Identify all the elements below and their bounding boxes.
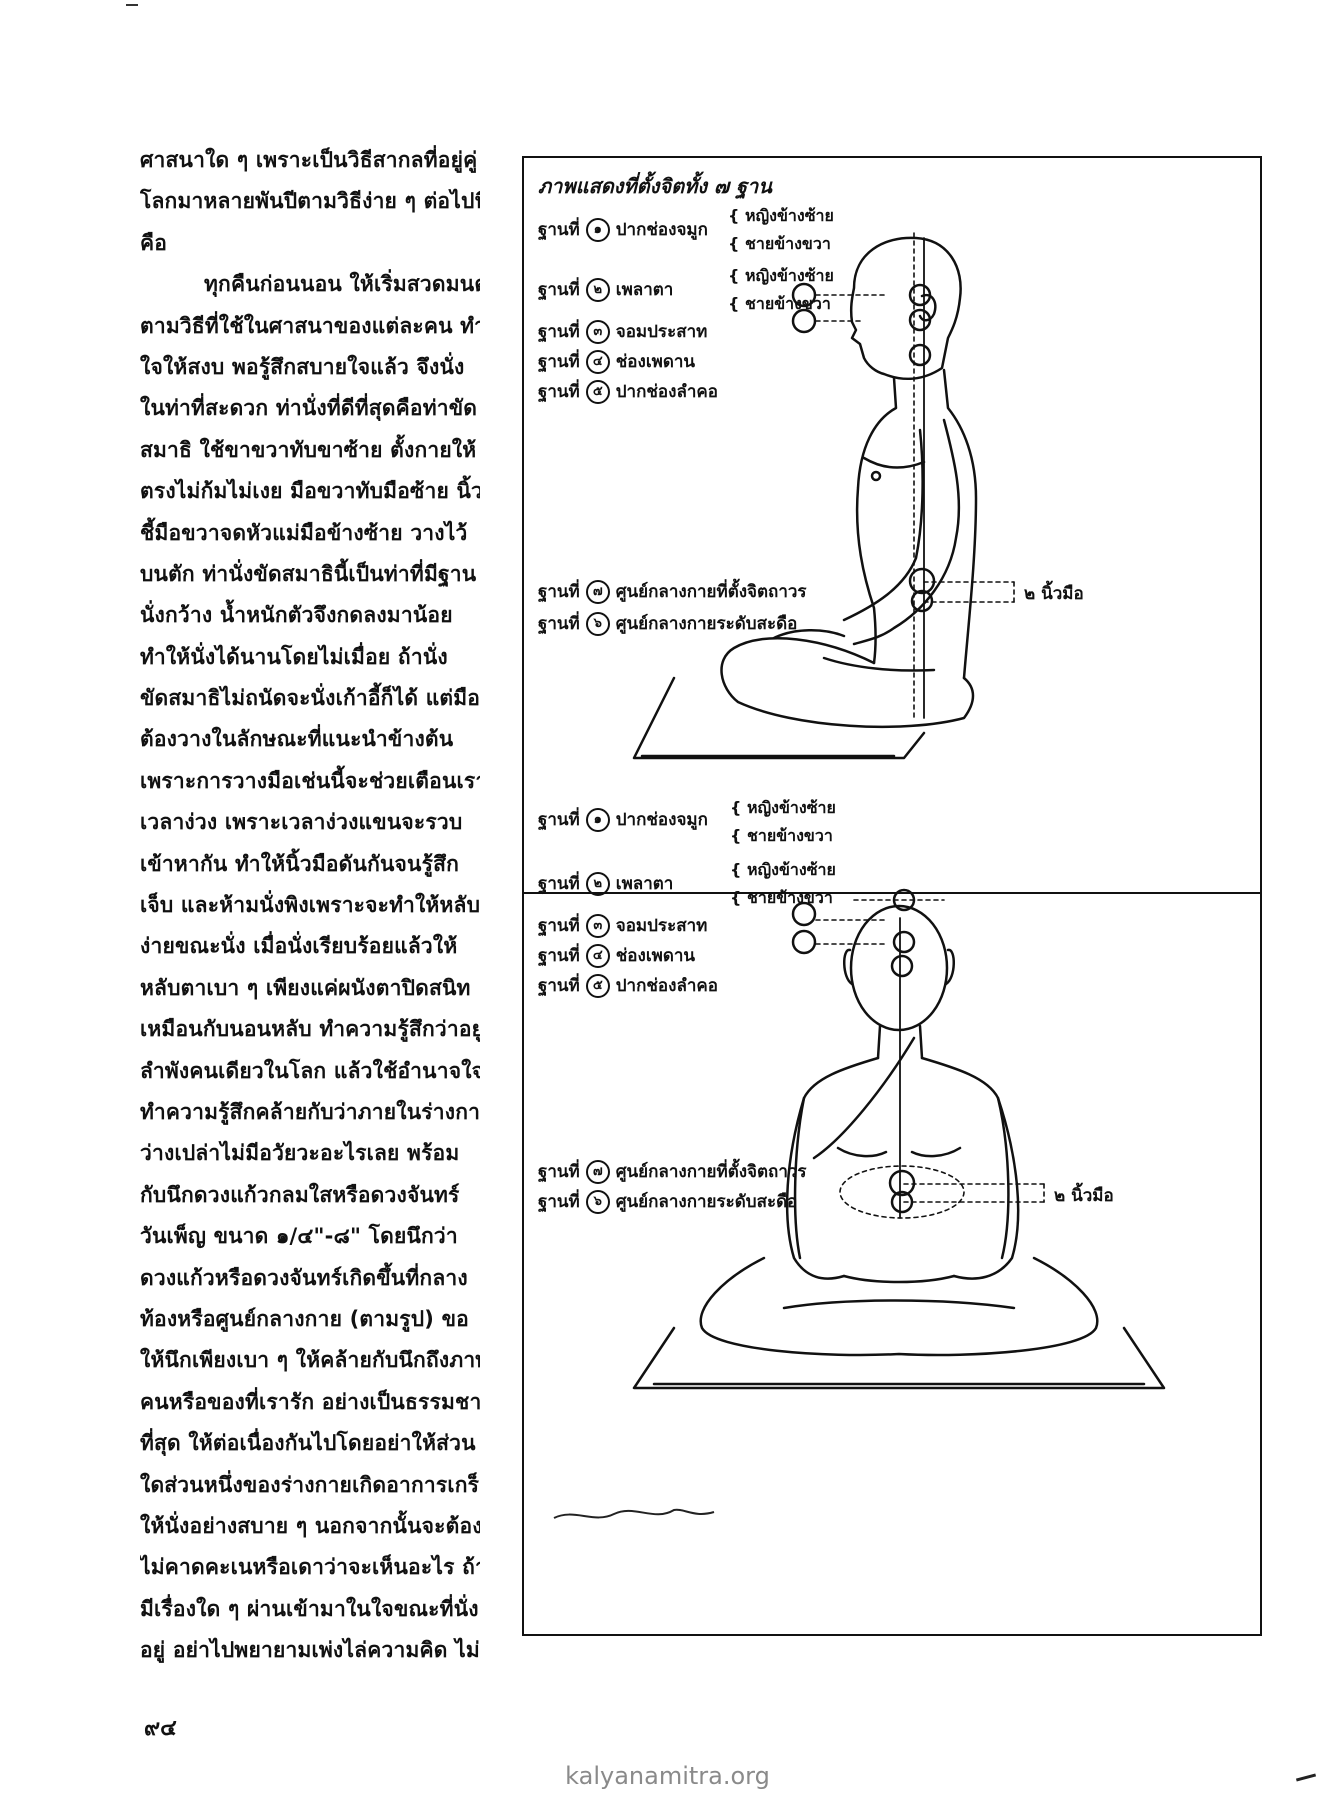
station-label-1: ฐานที่๑ปากช่องจมูก: [538, 808, 708, 832]
body-line: เจ็บ และห้ามนั่งพิงเพราะจะทำให้หลับ: [140, 893, 480, 918]
body-line: ชี้มือขวาจดหัวแม่มือข้างซ้าย วางไว้: [140, 520, 468, 545]
front-view-meditator: [632, 904, 1166, 1390]
gender-note: { หญิงข้างซ้าย{ ชายข้างขวา: [730, 798, 836, 845]
body-line: หลับตาเบา ๆ เพียงแค่ผนังตาปิดสนิท: [140, 975, 471, 1000]
station-label-1: ฐานที่๑ปากช่องจมูก: [538, 218, 708, 242]
side-view-meditator: [632, 236, 978, 760]
panel-divider: [524, 892, 1260, 894]
body-line: ทุกคืนก่อนนอน ให้เริ่มสวดมนต์: [204, 272, 480, 297]
body-line: ลำพังคนเดียวในโลก แล้วใช้อำนาจใจ: [140, 1058, 480, 1083]
body-line: ง่ายขณะนั่ง เมื่อนั่งเรียบร้อยแล้วให้: [140, 934, 458, 959]
body-line: ใดส่วนหนึ่งของร่างกายเกิดอาการเกร็ง: [140, 1472, 480, 1497]
body-line: ดวงแก้วหรือดวงจันทร์เกิดขึ้นที่กลาง: [140, 1265, 468, 1290]
station-label-4: ฐานที่๔ช่องเพดาน: [538, 350, 696, 374]
body-text-column: ศาสนาใด ๆ เพราะเป็นวิธีสากลที่อยู่คู่ โล…: [140, 140, 480, 1671]
body-line: กับนึกดวงแก้วกลมใสหรือดวงจันทร์: [140, 1182, 460, 1207]
body-line: ทำความรู้สึกคล้ายกับว่าภายในร่างกาย: [140, 1099, 480, 1124]
body-line: ท้องหรือศูนย์กลางกาย (ตามรูป) ขอ: [140, 1306, 469, 1331]
meditation-figure: ภาพแสดงที่ตั้งจิตทั้ง ๗ ฐาน ฐานที่๑ปากช่…: [522, 156, 1262, 1636]
watermark: kalyanamitra.org: [565, 1762, 770, 1790]
body-line: ทำให้นั่งได้นานโดยไม่เมื่อย ถ้านั่ง: [140, 644, 448, 669]
figure-illustration: [553, 232, 1166, 1519]
body-line: คนหรือของที่เรารัก อย่างเป็นธรรมชาติ: [140, 1389, 480, 1414]
body-line: ศาสนาใด ๆ เพราะเป็นวิธีสากลที่อยู่คู่: [140, 148, 478, 172]
station-label-6: ฐานที่๖ศูนย์กลางกายระดับสะดือ: [538, 612, 798, 636]
body-line: บนตัก ท่านั่งขัดสมาธินี้เป็นท่าที่มีฐาน: [140, 561, 477, 586]
body-line: ในท่าที่สะดวก ท่านั่งที่ดีที่สุดคือท่าขั…: [140, 396, 478, 421]
body-line: ใจให้สงบ พอรู้สึกสบายใจแล้ว จึงนั่ง: [140, 354, 465, 379]
station-label-7: ฐานที่๗ศูนย์กลางกายที่ตั้งจิตถาวร: [538, 580, 807, 604]
body-line: ต้องวางในลักษณะที่แนะนำข้างต้น: [140, 727, 454, 752]
body-line: ที่สุด ให้ต่อเนื่องกันไปโดยอย่าให้ส่วน: [140, 1431, 476, 1456]
body-line: ว่างเปล่าไม่มีอวัยวะอะไรเลย พร้อม: [140, 1141, 460, 1166]
body-line: ให้นั่งอย่างสบาย ๆ นอกจากนั้นจะต้อง: [140, 1513, 480, 1538]
gender-note: { หญิงข้างซ้าย{ ชายข้างขวา: [728, 266, 834, 313]
scan-mark: [126, 4, 138, 6]
station-label-5: ฐานที่๕ปากช่องลำคอ: [538, 974, 718, 998]
body-line: คือ: [140, 230, 168, 255]
body-line: โลกมาหลายพันปีตามวิธีง่าย ๆ ต่อไปนี้: [140, 189, 480, 214]
gender-note: { หญิงข้างซ้าย{ ชายข้างขวา: [728, 206, 834, 253]
body-line: ไม่คาดคะเนหรือเดาว่าจะเห็นอะไร ถ้า: [140, 1555, 480, 1580]
body-line: เพราะการวางมือเช่นนี้จะช่วยเตือนเรา: [140, 768, 480, 793]
figure-title: ภาพแสดงที่ตั้งจิตทั้ง ๗ ฐาน: [538, 174, 772, 198]
body-line: ตรงไม่ก้มไม่เงย มือขวาทับมือซ้าย นิ้ว: [140, 479, 480, 504]
body-line: นั่งกว้าง น้ำหนักตัวจึงกดลงมาน้อย: [140, 603, 453, 628]
station-label-7: ฐานที่๗ศูนย์กลางกายที่ตั้งจิตถาวร: [538, 1160, 807, 1184]
body-line: ตามวิธีที่ใช้ในศาสนาของแต่ละคน ทำ: [140, 313, 480, 338]
measure-label: ๒ นิ้วมือ: [1024, 584, 1084, 604]
station-label-4: ฐานที่๔ช่องเพดาน: [538, 944, 696, 968]
body-line: อยู่ อย่าไปพยายามเพ่งไล่ความคิด ไม่: [140, 1638, 480, 1663]
station-label-3: ฐานที่๓จอมประสาท: [538, 320, 708, 344]
body-line: เหมือนกับนอนหลับ ทำความรู้สึกว่าอยู่: [140, 1017, 480, 1042]
measure-label: ๒ นิ้วมือ: [1054, 1186, 1114, 1206]
station-label-5: ฐานที่๕ปากช่องลำคอ: [538, 380, 718, 404]
gender-note: { หญิงข้างซ้าย{ ชายข้างขวา: [730, 860, 836, 907]
station-label-2: ฐานที่๒เพลาตา: [538, 872, 674, 896]
station-label-2: ฐานที่๒เพลาตา: [538, 278, 674, 302]
body-line: ให้นึกเพียงเบา ๆ ให้คล้ายกับนึกถึงภาพ: [140, 1348, 480, 1373]
station-label-6: ฐานที่๖ศูนย์กลางกายระดับสะดือ: [538, 1190, 798, 1214]
artist-signature: [553, 1508, 715, 1519]
body-line: เข้าหากัน ทำให้นิ้วมือดันกันจนรู้สึก: [140, 851, 460, 876]
page-number: ๙๔: [144, 1716, 177, 1741]
body-line: มีเรื่องใด ๆ ผ่านเข้ามาในใจขณะที่นั่ง: [140, 1596, 479, 1621]
body-line: สมาธิ ใช้ขาขวาทับขาซ้าย ตั้งกายให้: [140, 437, 477, 462]
body-line: เวลาง่วง เพราะเวลาง่วงแขนจะรวบ: [140, 810, 463, 835]
body-line: วันเพ็ญ ขนาด ๑/๔"-๘" โดยนึกว่า: [140, 1224, 458, 1249]
body-line: ขัดสมาธิไม่ถนัดจะนั่งเก้าอี้ก็ได้ แต่มือ: [140, 686, 480, 711]
station-label-3: ฐานที่๓จอมประสาท: [538, 914, 708, 938]
